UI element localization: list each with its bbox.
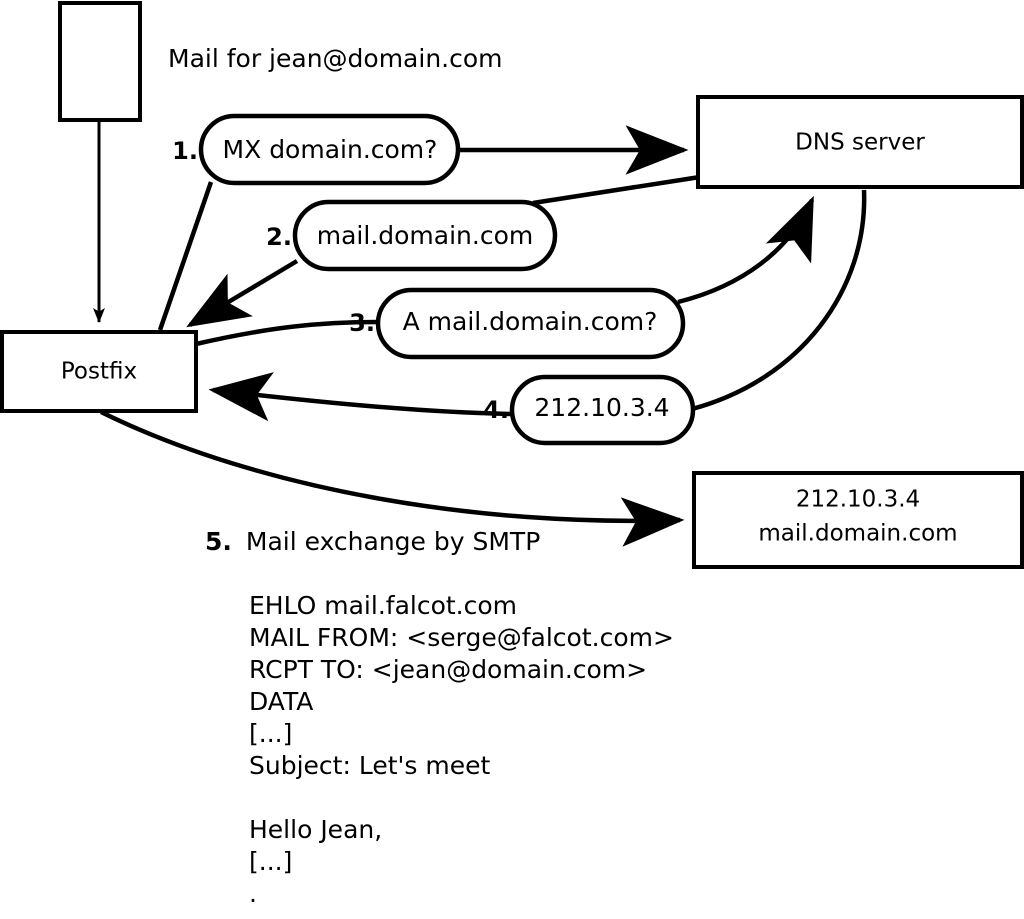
node-target-server-host: mail.domain.com <box>758 521 957 547</box>
step-5-row: 5. Mail exchange by SMTP <box>205 527 540 556</box>
edge-dns-to-step4 <box>691 189 867 412</box>
node-dns-server-label: DNS server <box>795 130 925 156</box>
node-target-server-box[interactable] <box>692 471 1024 569</box>
smtp-line: DATA <box>249 687 314 716</box>
edge-dns-to-step2 <box>532 174 701 206</box>
edge-step4-to-postfix <box>208 372 513 422</box>
page-title: Mail for jean@domain.com <box>168 44 503 73</box>
edge-postfix-to-step1 <box>157 181 214 331</box>
step-2-number: 2. <box>266 223 292 251</box>
node-dns-server-box[interactable] <box>696 95 1024 189</box>
step-1-label: MX domain.com? <box>223 135 438 164</box>
node-target-server-ip: 212.10.3.4 <box>796 487 920 513</box>
smtp-line: EHLO mail.falcot.com <box>249 591 518 620</box>
edge-postfix-to-target <box>100 409 685 547</box>
smtp-blank-line <box>249 782 674 814</box>
step-4-number: 4. <box>483 396 509 424</box>
node-postfix-box[interactable] <box>0 330 198 413</box>
smtp-line: . <box>249 879 257 908</box>
step-5-number: 5. <box>205 527 232 556</box>
smtp-line: RCPT TO: <jean@domain.com> <box>249 655 648 684</box>
node-sender-box[interactable] <box>58 1 142 122</box>
smtp-line: Subject: Let's meet <box>249 751 491 780</box>
smtp-line: MAIL FROM: <serge@falcot.com> <box>249 623 674 652</box>
step-2-label: mail.domain.com <box>317 221 533 250</box>
node-postfix-label: Postfix <box>61 359 137 385</box>
step-4-pill[interactable] <box>509 374 696 446</box>
edge-step3-to-dns <box>677 195 815 305</box>
step-1-pill[interactable] <box>198 113 461 186</box>
step-1-number: 1. <box>172 137 198 165</box>
smtp-line: Hello Jean, <box>249 815 383 844</box>
step-3-number: 3. <box>349 309 375 337</box>
smtp-line: [...] <box>249 719 293 748</box>
step-3-label: A mail.domain.com? <box>403 307 658 336</box>
step-3-pill[interactable] <box>375 287 686 360</box>
edge-step2-to-postfix <box>186 259 299 328</box>
edge-postfix-to-step3 <box>195 319 379 347</box>
step-5-label: Mail exchange by SMTP <box>245 527 541 556</box>
step-2-pill[interactable] <box>292 199 558 272</box>
step-4-label: 212.10.3.4 <box>534 393 669 422</box>
smtp-line: [...] <box>249 847 293 876</box>
